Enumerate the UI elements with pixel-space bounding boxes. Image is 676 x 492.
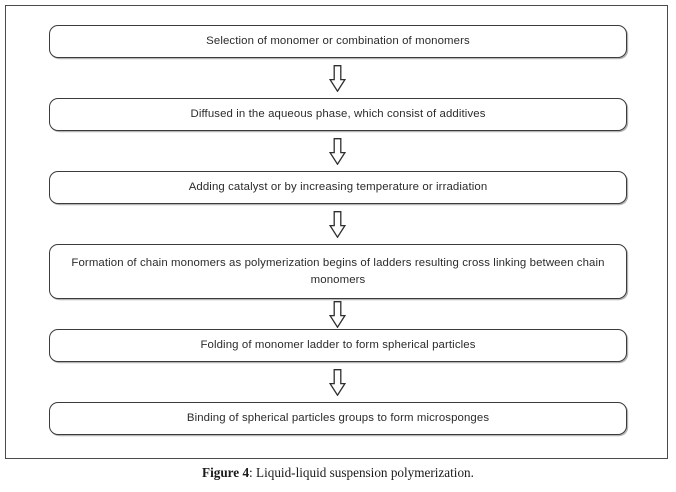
flow-node-1[interactable]: Selection of monomer or combination of m… (49, 25, 627, 58)
down-arrow-icon (329, 137, 346, 165)
flow-node-5[interactable]: Folding of monomer ladder to form spheri… (49, 329, 627, 362)
figure-caption-label: Figure 4 (202, 465, 250, 480)
figure-caption-separator: : (249, 465, 253, 480)
down-arrow-icon (329, 300, 346, 328)
flow-node-5-label: Folding of monomer ladder to form spheri… (200, 339, 476, 351)
flow-connector-5-6 (49, 362, 627, 402)
flow-node-3-label: Adding catalyst or by increasing tempera… (188, 181, 488, 193)
flow-node-2[interactable]: Diffused in the aqueous phase, which con… (49, 98, 627, 131)
figure-caption: Figure 4: Liquid-liquid suspension polym… (0, 464, 676, 481)
flow-node-3[interactable]: Adding catalyst or by increasing tempera… (49, 171, 627, 204)
flow-node-4-label: Formation of chain monomers as polymeriz… (71, 256, 605, 286)
flow-node-6-label: Binding of spherical particles groups to… (186, 412, 490, 424)
down-arrow-icon (329, 368, 346, 396)
flow-connector-4-5 (49, 299, 627, 329)
flowchart: Selection of monomer or combination of m… (49, 25, 627, 435)
flow-node-1-label: Selection of monomer or combination of m… (206, 35, 470, 47)
down-arrow-icon (329, 64, 346, 92)
figure-frame: Selection of monomer or combination of m… (5, 5, 668, 459)
flow-connector-2-3 (49, 131, 627, 171)
flow-connector-3-4 (49, 204, 627, 244)
flow-node-4[interactable]: Formation of chain monomers as polymeriz… (49, 244, 627, 299)
down-arrow-icon (329, 210, 346, 238)
flow-connector-1-2 (49, 58, 627, 98)
flow-node-6[interactable]: Binding of spherical particles groups to… (49, 402, 627, 435)
flow-node-2-label: Diffused in the aqueous phase, which con… (190, 108, 486, 120)
figure-caption-text: Liquid-liquid suspension polymerization. (256, 465, 474, 480)
